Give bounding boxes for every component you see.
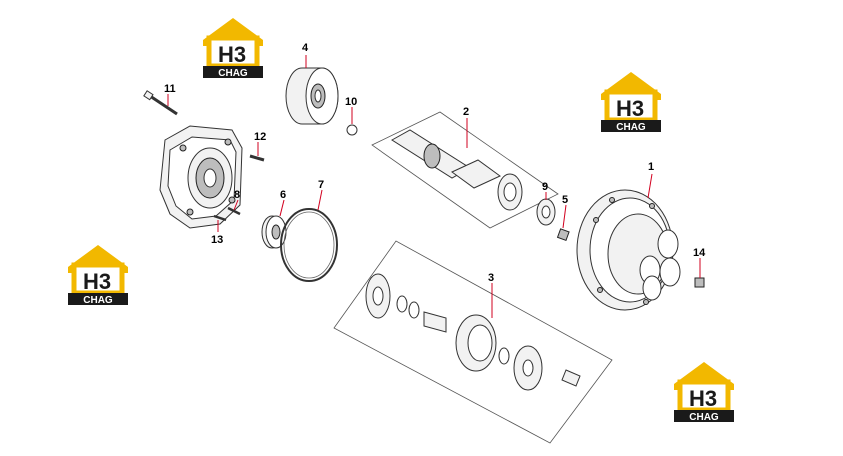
logo-brand: CHAG [616,122,646,133]
part-13-pin[interactable] [213,214,227,222]
logo-mark: H3 [218,42,246,67]
part-8-pin[interactable] [227,206,241,216]
callout-10[interactable]: 10 [345,96,357,108]
callout-6[interactable]: 6 [280,189,286,201]
callout-9[interactable]: 9 [542,181,548,193]
part-1-main-housing[interactable] [576,189,681,311]
logo-mark: H3 [83,269,111,294]
part-4-cam-disc[interactable] [285,67,339,125]
leader-8 [233,199,239,211]
part-14-cap[interactable] [694,277,705,288]
callout-3[interactable]: 3 [488,272,494,284]
logo-watermark-left: H3 CHAG [68,245,128,306]
part-12-pin[interactable] [249,154,265,162]
part-10-ball[interactable] [346,124,358,136]
logo-mark: H3 [616,96,644,121]
leader-6 [279,199,285,217]
callout-4[interactable]: 4 [302,42,309,54]
callout-13[interactable]: 13 [211,234,223,246]
part-3-rotating-group[interactable] [333,240,613,444]
callout-12[interactable]: 12 [254,131,266,143]
leader-7 [317,189,323,211]
callout-11[interactable]: 11 [164,83,176,95]
part-5-nut[interactable] [556,228,570,242]
leader-1 [647,173,653,199]
callout-14[interactable]: 14 [693,247,706,259]
logo-brand: CHAG [689,412,719,423]
logo-brand: CHAG [83,295,113,306]
part-6-bearing[interactable] [261,215,287,249]
logo-mark: H3 [689,386,717,411]
part-housing-cover[interactable] [159,125,243,229]
callout-2[interactable]: 2 [463,106,469,118]
logo-watermark-top-left: H3 CHAG [203,18,263,79]
logo-brand: CHAG [218,68,248,79]
part-9-nut[interactable] [536,198,556,226]
part-2-shaft-assembly[interactable] [371,111,559,229]
callout-1[interactable]: 1 [648,161,654,173]
part-7-o-ring[interactable] [280,208,338,282]
leader-lines [167,55,701,318]
callout-7[interactable]: 7 [318,179,324,191]
logo-watermark-top-right: H3 CHAG [601,72,661,133]
leader-5 [562,204,567,229]
part-11-bolt[interactable] [143,90,178,116]
callout-labels: 1 2 3 4 5 6 7 8 9 10 11 12 13 14 [164,42,706,284]
logo-watermark-bottom-right: H3 CHAG [674,362,734,423]
callout-8[interactable]: 8 [234,189,240,201]
callout-5[interactable]: 5 [562,194,568,206]
